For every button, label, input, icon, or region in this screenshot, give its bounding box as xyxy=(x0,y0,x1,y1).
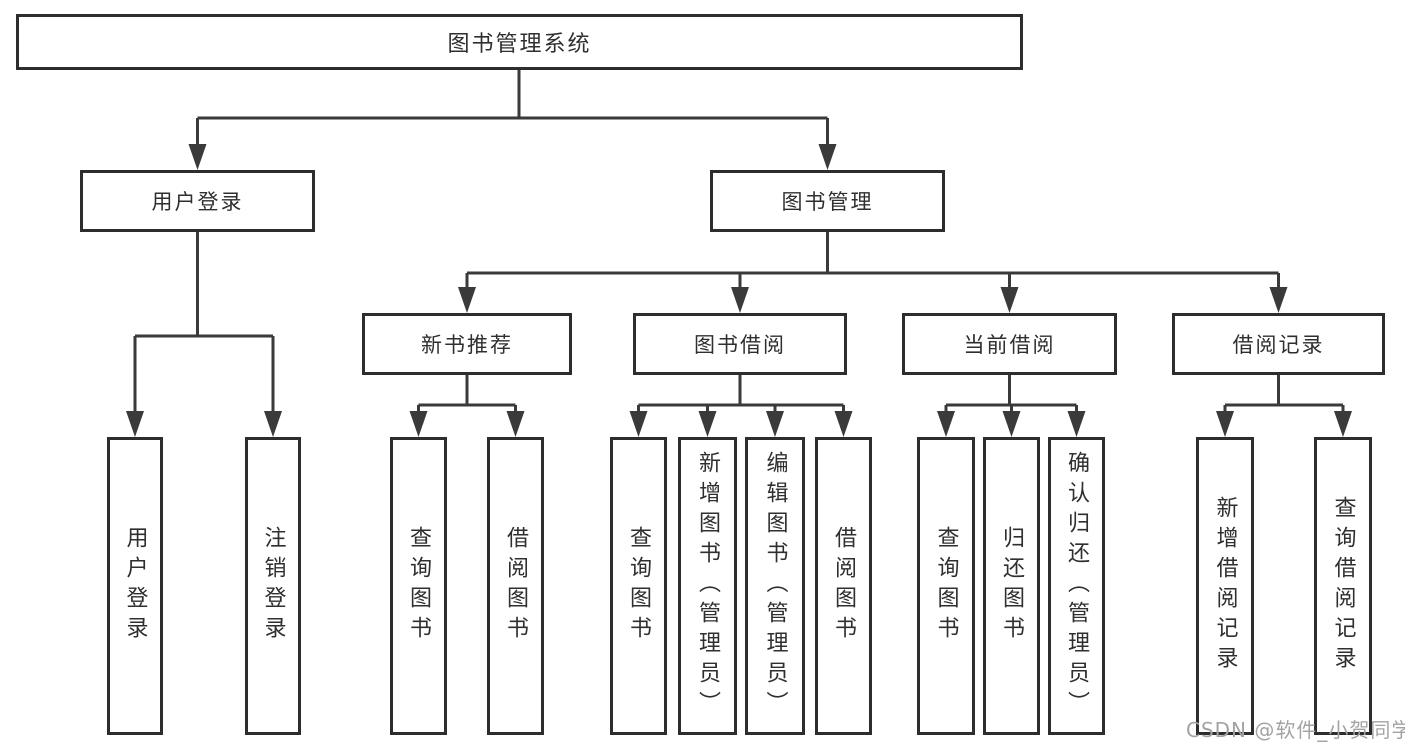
leaf-logout-label: 注销登录 xyxy=(260,526,286,646)
node-current-borrowing: 当前借阅 xyxy=(902,313,1117,375)
arrowheads xyxy=(126,144,1352,437)
leaf-user-login: 用户登录 xyxy=(107,437,163,735)
leaf-current-return-books: 归还图书 xyxy=(983,437,1040,735)
leaf-record-query-borrow-record: 查询借阅记录 xyxy=(1314,437,1372,735)
leaf-borrow-add-books-admin-label: 新增图书（管理员） xyxy=(695,451,721,721)
leaf-record-query-borrow-record-label: 查询借阅记录 xyxy=(1330,496,1356,676)
leaf-current-query-books: 查询图书 xyxy=(917,437,975,735)
node-borrowing-records: 借阅记录 xyxy=(1172,313,1385,375)
leaf-current-confirm-return-admin-label: 确认归还（管理员） xyxy=(1064,451,1090,721)
node-book-borrowing: 图书借阅 xyxy=(633,313,847,375)
leaf-newbook-borrow-books-label: 借阅图书 xyxy=(503,526,529,646)
leaf-current-return-books-label: 归还图书 xyxy=(999,526,1025,646)
leaf-borrow-edit-books-admin: 编辑图书（管理员） xyxy=(745,437,805,735)
leaf-newbook-borrow-books: 借阅图书 xyxy=(487,437,544,735)
leaf-current-confirm-return-admin: 确认归还（管理员） xyxy=(1048,437,1105,735)
leaf-borrow-edit-books-admin-label: 编辑图书（管理员） xyxy=(762,451,788,721)
node-new-book-recommendation: 新书推荐 xyxy=(362,313,572,375)
leaf-borrow-borrow-books: 借阅图书 xyxy=(815,437,872,735)
leaf-newbook-query-books-label: 查询图书 xyxy=(406,526,432,646)
leaf-user-login-label: 用户登录 xyxy=(122,526,148,646)
leaf-borrow-query-books: 查询图书 xyxy=(610,437,667,735)
leaf-borrow-query-books-label: 查询图书 xyxy=(626,526,652,646)
leaf-borrow-add-books-admin: 新增图书（管理员） xyxy=(678,437,737,735)
leaf-record-add-borrow-record-label: 新增借阅记录 xyxy=(1212,496,1238,676)
leaf-borrow-borrow-books-label: 借阅图书 xyxy=(831,526,857,646)
leaf-current-query-books-label: 查询图书 xyxy=(933,526,959,646)
leaf-logout: 注销登录 xyxy=(245,437,301,735)
node-book-management-branch: 图书管理 xyxy=(710,170,945,232)
node-library-management-system: 图书管理系统 xyxy=(16,14,1023,70)
leaf-newbook-query-books: 查询图书 xyxy=(390,437,447,735)
csdn-watermark: CSDN @软件_小贺同学 xyxy=(1186,718,1405,742)
node-user-login-branch: 用户登录 xyxy=(80,170,315,232)
leaf-record-add-borrow-record: 新增借阅记录 xyxy=(1196,437,1254,735)
